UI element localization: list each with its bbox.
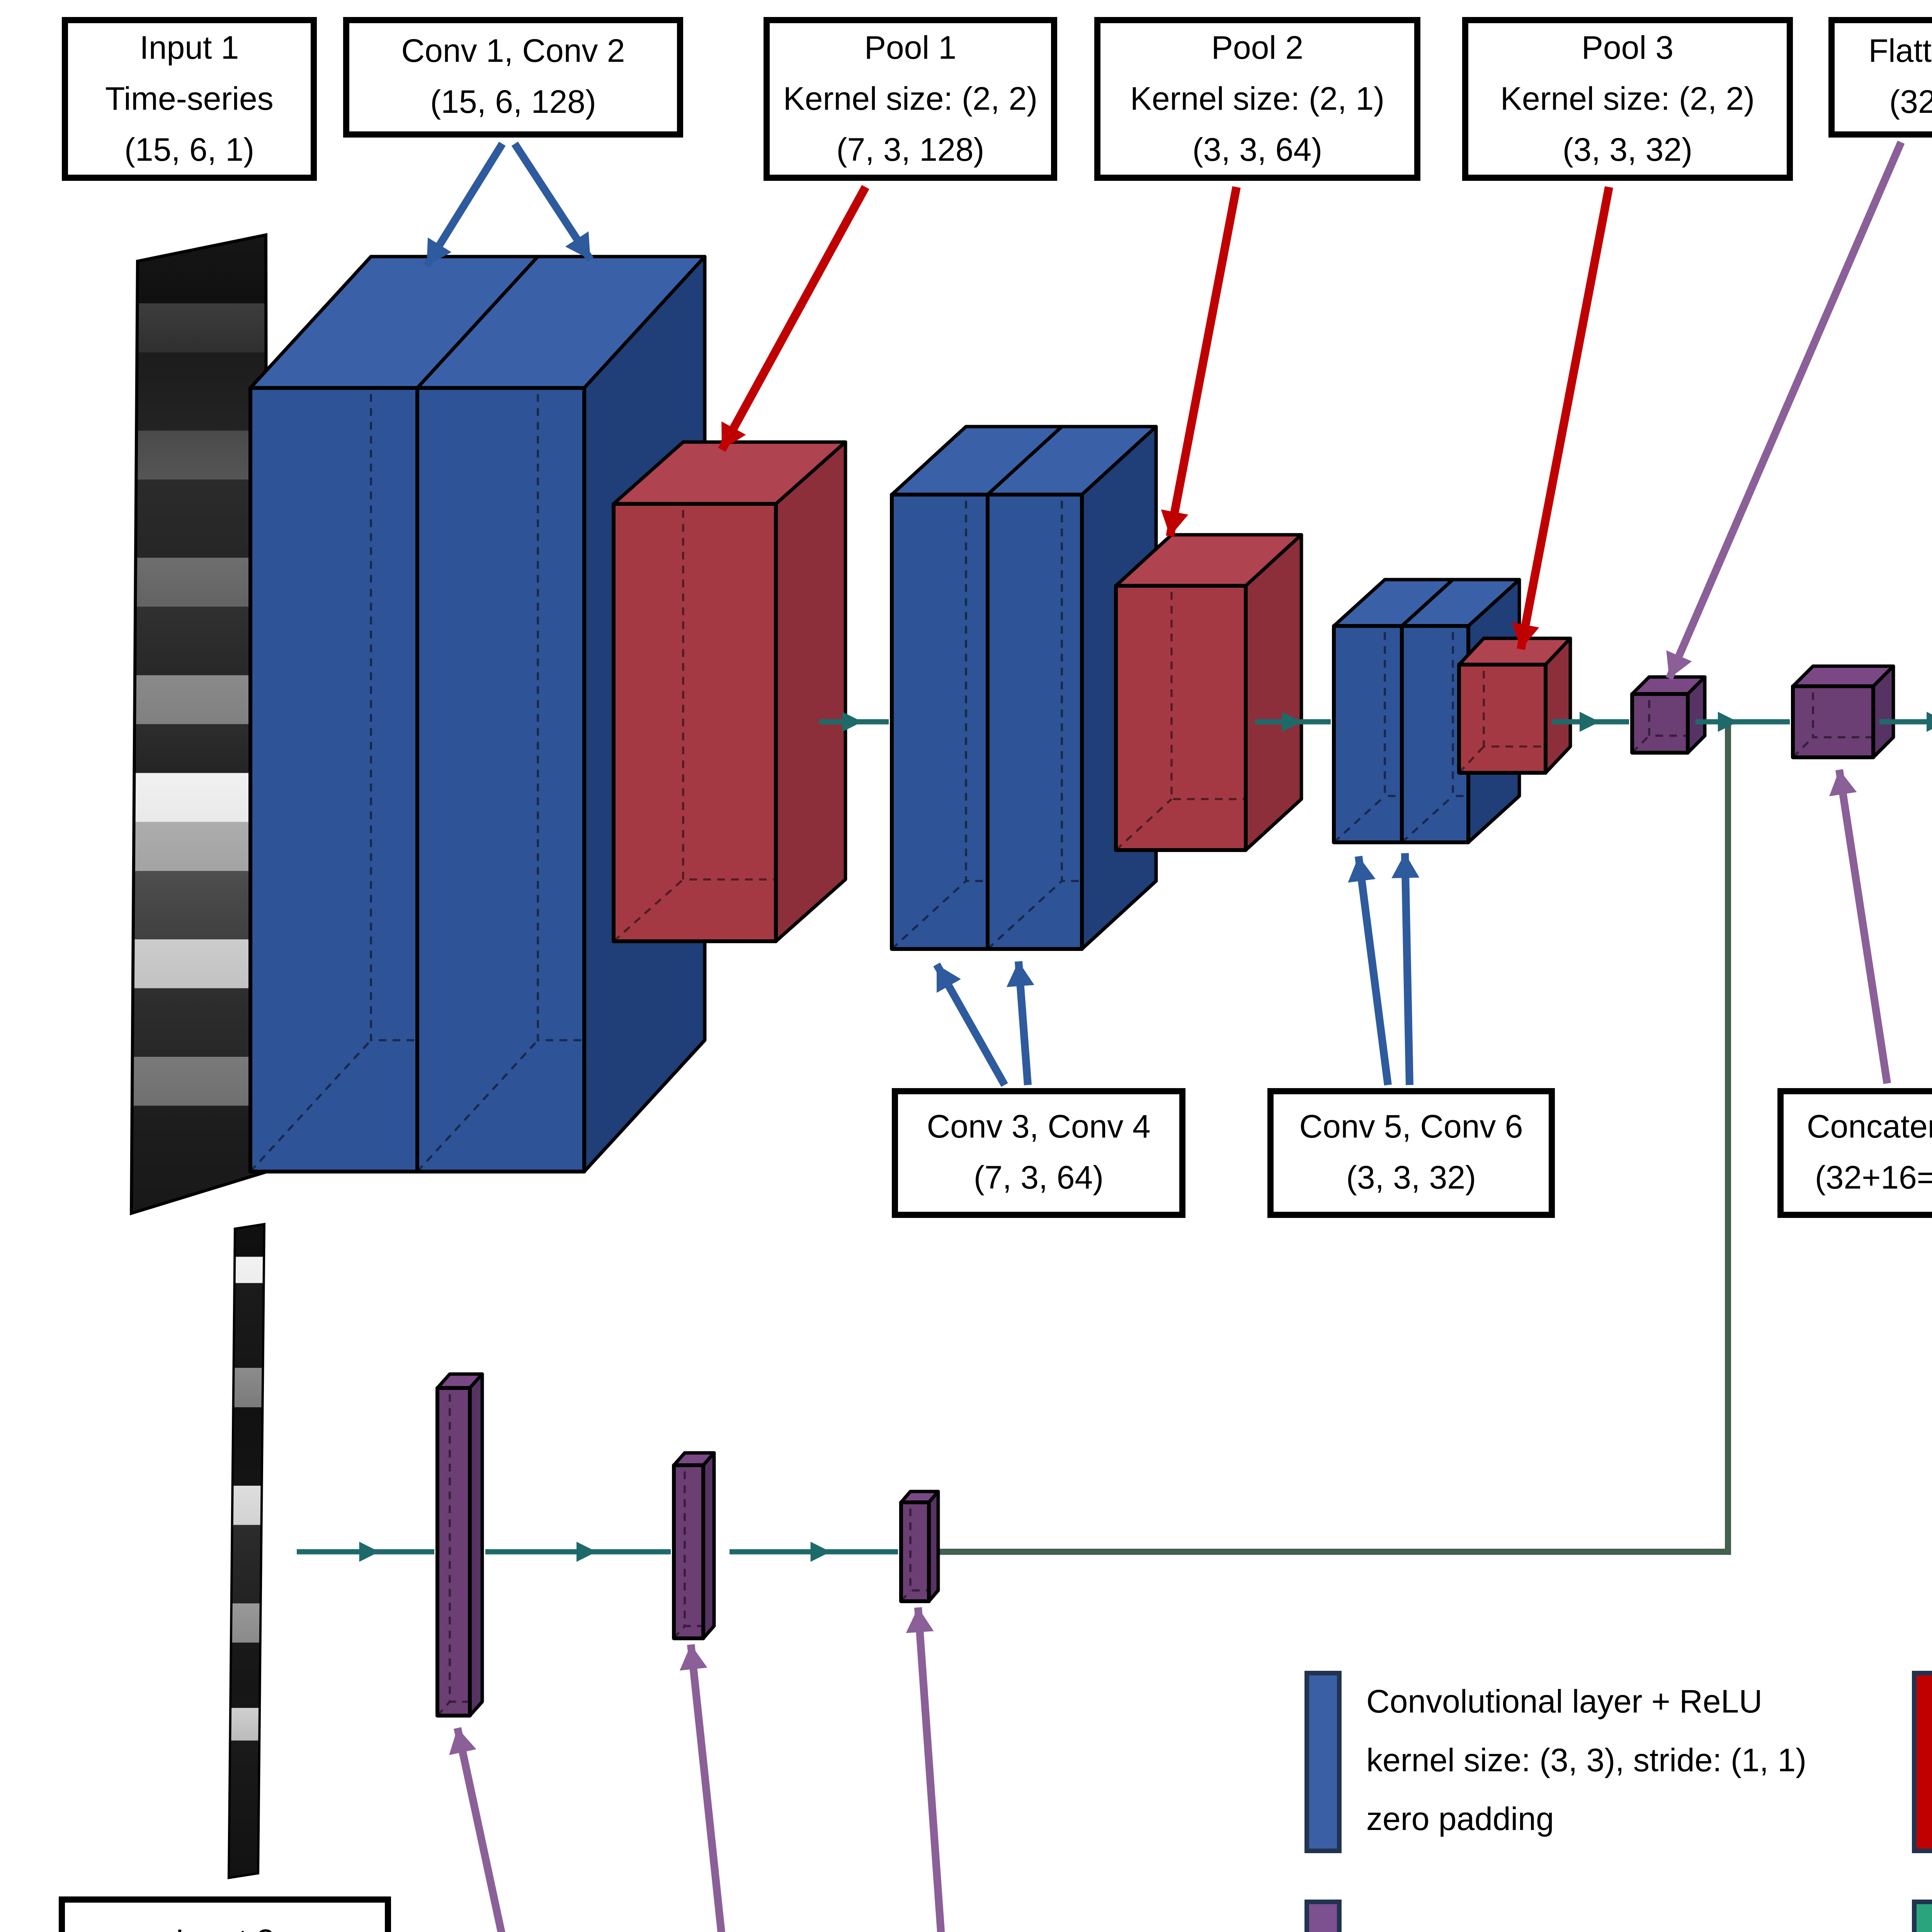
label-conv12: Conv 1, Conv 2 (15, 6, 128) [343, 17, 683, 138]
denseB-block [672, 1451, 716, 1640]
pool3-arrow [1512, 186, 1613, 650]
label-line: (32) [1889, 85, 1932, 121]
label-line: (15, 6, 128) [430, 85, 596, 121]
legend-line: kernel size: (3, 3), stride: (1, 1) [1366, 1743, 1807, 1779]
label-line: Kernel size: (2, 2) [1500, 81, 1755, 117]
concatenate-block [1791, 664, 1895, 759]
label-line: Pool 3 [1581, 30, 1674, 66]
legend-line: Convolutional layer + ReLU [1366, 1685, 1762, 1720]
label-line: Pool 1 [864, 30, 957, 66]
label-pool1: Pool 1 Kernel size: (2, 2) (7, 3, 128) [764, 17, 1057, 181]
flow-arrow [485, 1542, 671, 1562]
conv12-arrow [423, 141, 506, 268]
conv56-arrow [1391, 853, 1420, 1085]
legend-fc-text: Fully connected layer [1366, 1900, 1673, 1932]
label-input1: Input 1 Time-series (15, 6, 1) [62, 17, 317, 181]
input1-image [129, 233, 269, 1216]
label-line: Flatten [1868, 34, 1932, 70]
flatten-block [1630, 675, 1707, 755]
label-line: (7, 3, 128) [836, 132, 985, 168]
pool3-block [1457, 636, 1572, 775]
label-line: Input 1 [139, 30, 239, 66]
label-line: (3, 3, 32) [1562, 132, 1693, 168]
legend-pool-swatch [1912, 1671, 1932, 1853]
legend-conv-text: Convolutional layer + ReLU kernel size: … [1366, 1671, 1806, 1853]
label-pool3: Pool 3 Kernel size: (2, 2) (3, 3, 32) [1462, 17, 1793, 181]
denseB-arrow [679, 1644, 725, 1932]
flow-arrow [297, 1542, 434, 1562]
input2-image [227, 1223, 266, 1879]
label-line: Concatenate [1806, 1110, 1932, 1145]
conv34-arrow [933, 963, 1008, 1087]
label-pool2: Pool 2 Kernel size: (2, 1) (3, 3, 64) [1094, 17, 1420, 181]
pool1-block [612, 440, 847, 943]
flow-arrow [1879, 712, 1932, 732]
label-line: Input 2 [175, 1917, 275, 1932]
legend-fc-swatch [1304, 1900, 1342, 1932]
concatenate-arrow [1829, 769, 1891, 1084]
label-conv34: Conv 3, Conv 4 (7, 3, 64) [892, 1088, 1185, 1218]
flow-arrow [1255, 712, 1331, 732]
label-line: (3, 3, 32) [1346, 1161, 1476, 1196]
label-line: (32+16=48) [1815, 1161, 1932, 1196]
label-line: Kernel size: (2, 1) [1130, 81, 1385, 117]
label-input2: Input 2 Non time-series (21) [59, 1896, 391, 1932]
label-line: Time-series [105, 81, 274, 117]
pool1-arrow [718, 185, 869, 452]
label-conv56: Conv 5, Conv 6 (3, 3, 32) [1267, 1088, 1555, 1218]
legend-conv-swatch [1304, 1671, 1342, 1853]
label-concatenate: Concatenate (32+16=48) [1777, 1088, 1932, 1218]
flow-arrow [819, 712, 889, 732]
label-line: Pool 2 [1211, 30, 1304, 66]
label-line: Conv 1, Conv 2 [401, 34, 625, 70]
label-line: (15, 6, 1) [124, 132, 255, 168]
conv34-arrow [1006, 961, 1034, 1085]
branch-connector-line [929, 722, 1731, 1555]
blocks-and-arrows [248, 141, 1932, 1932]
denseA-arrow [449, 1727, 505, 1932]
label-line: Conv 5, Conv 6 [1299, 1110, 1523, 1145]
flow-arrow [1696, 712, 1790, 732]
flatten-arrow [1665, 141, 1905, 680]
flow-arrow [730, 1542, 898, 1562]
label-line: Kernel size: (2, 2) [783, 81, 1038, 117]
pool2-arrow [1161, 186, 1241, 537]
label-line: Conv 3, Conv 4 [927, 1110, 1151, 1145]
label-line: (3, 3, 64) [1192, 132, 1323, 168]
label-flatten: Flatten (32) [1828, 17, 1932, 138]
conv56-arrow [1348, 855, 1392, 1086]
legend-softmax-swatch [1912, 1900, 1932, 1932]
legend-line: zero padding [1366, 1802, 1554, 1838]
denseC-arrow [906, 1607, 945, 1932]
denseA-block [435, 1372, 484, 1718]
denseC-block [899, 1490, 940, 1603]
conv12-arrow [511, 141, 594, 262]
label-line: (7, 3, 64) [973, 1161, 1104, 1196]
flow-arrow [1552, 712, 1629, 732]
pool2-block [1114, 533, 1303, 852]
